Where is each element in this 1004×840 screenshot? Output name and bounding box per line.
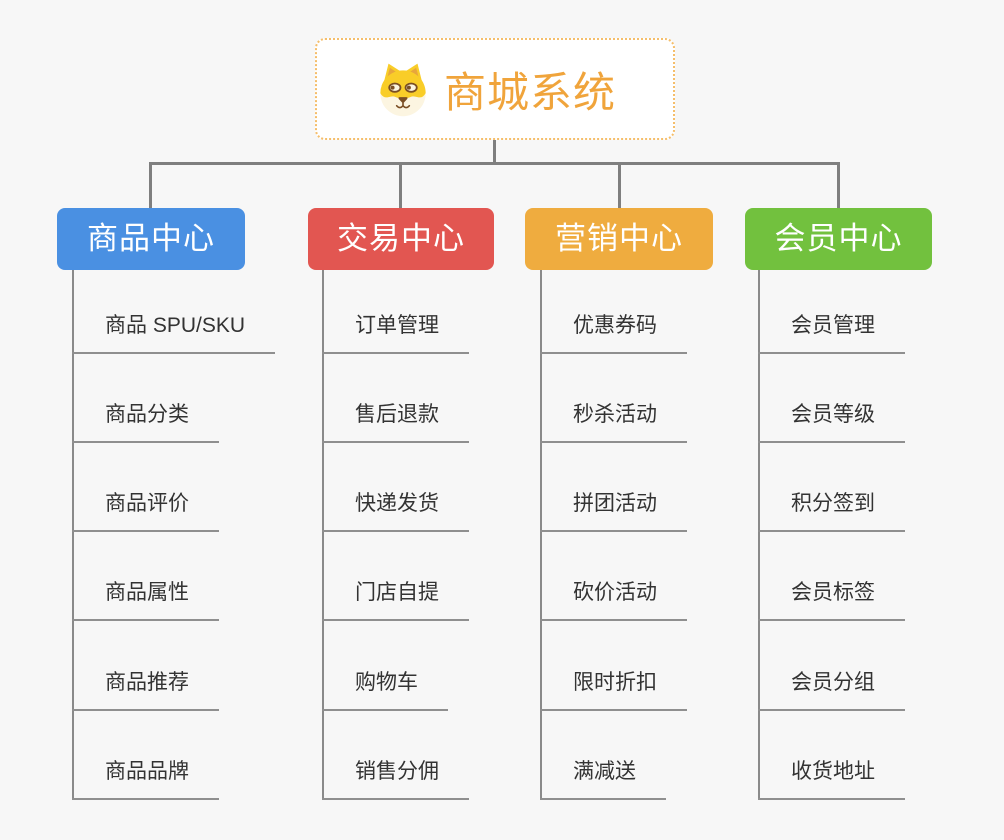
- branch-header-marketing-center[interactable]: 营销中心: [525, 208, 713, 270]
- connector-drop-trade: [399, 162, 402, 208]
- child-node[interactable]: 秒杀活动: [540, 398, 687, 443]
- branch-column-marketing: 优惠券码 秒杀活动 拼团活动 砍价活动 限时折扣 满减送: [540, 270, 770, 800]
- connector-drop-marketing: [618, 162, 621, 208]
- branch-column-trade: 订单管理 售后退款 快递发货 门店自提 购物车 销售分佣: [322, 270, 552, 800]
- shiba-dog-icon: [374, 60, 432, 118]
- branch-header-product-center[interactable]: 商品中心: [57, 208, 245, 270]
- child-node[interactable]: 满减送: [540, 755, 666, 800]
- branch-line: [758, 270, 760, 800]
- child-node[interactable]: 商品评价: [72, 487, 219, 532]
- child-node[interactable]: 订单管理: [322, 309, 469, 354]
- connector-drop-member: [837, 162, 840, 208]
- child-node[interactable]: 积分签到: [758, 487, 905, 532]
- child-node[interactable]: 门店自提: [322, 576, 469, 621]
- root-node[interactable]: 商城系统: [315, 38, 675, 140]
- child-node[interactable]: 砍价活动: [540, 576, 687, 621]
- branch-line: [72, 270, 74, 800]
- branch-line: [540, 270, 542, 800]
- child-node[interactable]: 限时折扣: [540, 666, 687, 711]
- child-node[interactable]: 销售分佣: [322, 755, 469, 800]
- branch-header-trade-center[interactable]: 交易中心: [308, 208, 494, 270]
- child-node[interactable]: 商品 SPU/SKU: [72, 309, 276, 354]
- child-node[interactable]: 商品属性: [72, 576, 219, 621]
- child-node[interactable]: 售后退款: [322, 398, 469, 443]
- connector-horizontal-bar: [149, 162, 840, 165]
- child-node[interactable]: 商品品牌: [72, 755, 219, 800]
- child-node[interactable]: 商品推荐: [72, 666, 219, 711]
- child-node[interactable]: 商品分类: [72, 398, 219, 443]
- branch-header-member-center[interactable]: 会员中心: [745, 208, 932, 270]
- child-node[interactable]: 会员管理: [758, 309, 905, 354]
- connector-root-stub: [493, 140, 496, 165]
- child-node[interactable]: 会员等级: [758, 398, 905, 443]
- child-node[interactable]: 拼团活动: [540, 487, 687, 532]
- branch-column-product: 商品 SPU/SKU 商品分类 商品评价 商品属性 商品推荐 商品品牌: [72, 270, 302, 800]
- child-node[interactable]: 收货地址: [758, 755, 905, 800]
- branch-column-member: 会员管理 会员等级 积分签到 会员标签 会员分组 收货地址: [758, 270, 988, 800]
- branch-line: [322, 270, 324, 800]
- root-title: 商城系统: [443, 68, 616, 116]
- child-node[interactable]: 会员分组: [758, 666, 905, 711]
- child-node[interactable]: 优惠券码: [540, 309, 687, 354]
- child-node[interactable]: 购物车: [322, 666, 448, 711]
- child-node[interactable]: 会员标签: [758, 576, 905, 621]
- child-node[interactable]: 快递发货: [322, 487, 469, 532]
- connector-drop-product: [149, 162, 152, 208]
